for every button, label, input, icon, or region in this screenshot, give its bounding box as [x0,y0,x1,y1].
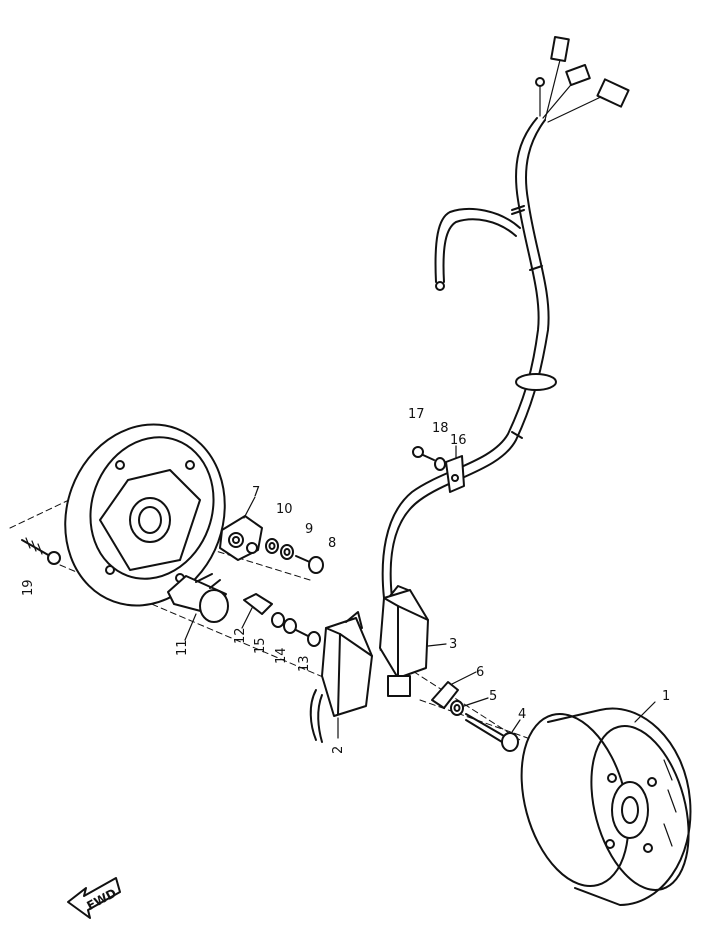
screw-13 [295,629,321,647]
flywheel-rotor-1 [520,707,692,906]
callout-labels: 1 2 3 4 5 6 7 8 9 10 11 12 13 14 15 16 1… [21,407,670,754]
callout-13: 13 [297,655,312,672]
leader-lines [184,445,656,739]
callout-4: 4 [518,707,526,722]
bracket-16 [445,455,465,493]
callout-14: 14 [274,647,289,664]
callout-10: 10 [276,502,293,517]
screw-19 [21,537,61,565]
callout-18: 18 [432,421,449,436]
cdi-unit-2 [309,611,373,743]
screw-17 [412,446,435,461]
callout-17: 17 [408,407,425,422]
callout-19: 19 [21,579,36,596]
forward-arrow-marker: FWD [67,877,121,919]
washer-10 [265,538,279,554]
pickup-coil-7 [219,515,263,561]
callout-6: 6 [476,665,484,680]
clamp-12 [243,593,273,615]
washer-14 [283,618,297,634]
callout-9: 9 [305,522,313,537]
charge-coil-11 [167,573,229,623]
washer-9 [280,544,294,560]
callout-15: 15 [253,637,268,654]
washer-5 [450,700,464,716]
bracket-6 [431,681,459,709]
bolt-4 [465,713,519,752]
callout-16: 16 [450,433,467,448]
callout-5: 5 [489,689,497,704]
wiring-harness [381,35,630,599]
callout-12: 12 [233,627,248,644]
stator-base-plate [64,423,226,607]
callout-1: 1 [662,689,670,704]
callout-8: 8 [328,536,336,551]
callout-3: 3 [449,637,457,652]
callout-11: 11 [175,639,190,656]
ignition-coil-3 [379,585,429,697]
callout-2: 2 [331,746,346,754]
screw-8 [295,555,324,574]
callout-7: 7 [252,485,260,500]
washer-15 [271,612,285,628]
washer-18 [434,457,446,471]
